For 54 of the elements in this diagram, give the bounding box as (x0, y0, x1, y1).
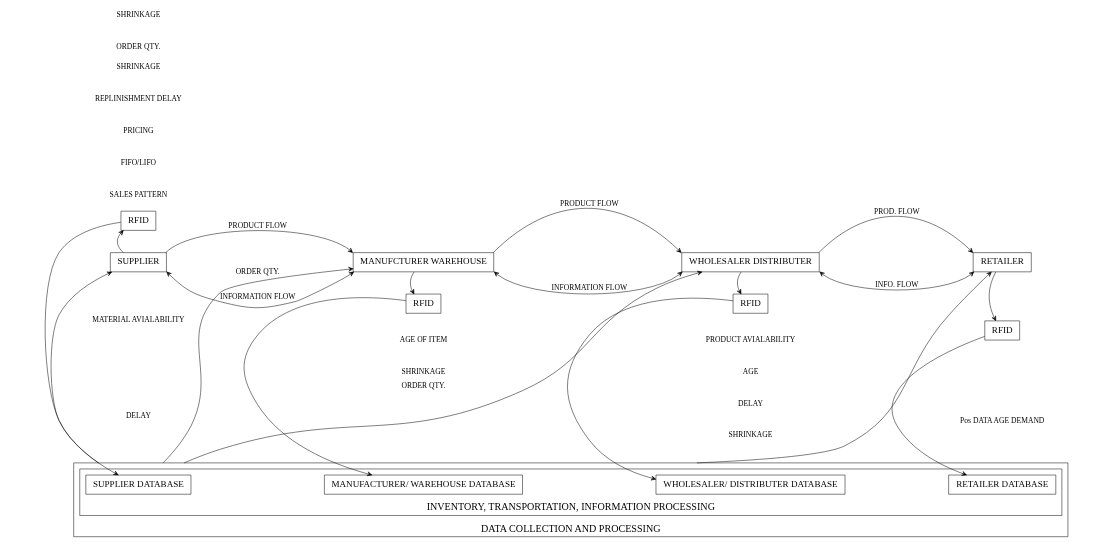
label: SHRINKAGE (728, 430, 773, 440)
label: SHRINKAGE (116, 62, 161, 72)
node-box: MANUFCTURER WAREHOUSE (352, 252, 494, 273)
label: DELAY (738, 398, 763, 408)
label: MATERIAL AVIALABILITY (92, 314, 185, 324)
edge-label: INFO. FLOW (875, 280, 919, 289)
node-box: WHOLESALER DISTRIBUTER (681, 252, 820, 273)
arrow (243, 297, 407, 477)
label: AGE OF ITEM (399, 334, 448, 344)
label: Pos DATA AGE DEMAND (960, 415, 1045, 425)
arrow (696, 271, 992, 464)
node-box: RFID (120, 210, 157, 231)
arrow (492, 208, 682, 253)
arrow (818, 216, 974, 253)
arrow (736, 271, 742, 295)
node-box: WHOLESALER/ DISTRIBUTER DATABASE (655, 474, 846, 495)
node-box: MANUFACTURER/ WAREHOUSE DATABASE (324, 474, 523, 495)
arrow (183, 270, 703, 464)
label: SHRINKAGE (116, 9, 161, 19)
node-box: RETAILER DATABASE (948, 474, 1057, 495)
label: ORDER QTY. (116, 41, 161, 51)
label: REPLINISHMENT DELAY (94, 94, 182, 104)
node-box: RFID (984, 320, 1020, 341)
arrow (162, 266, 354, 464)
arrow (892, 336, 985, 476)
edge-label: PRODUCT FLOW (228, 221, 287, 231)
node-box: RETAILER (972, 252, 1032, 273)
edge-label: INFORMATION FLOW (551, 282, 628, 292)
label: FIFO/LIFO (120, 157, 157, 167)
node-box: SUPPLIER DATABASE (85, 474, 192, 495)
label: PRODUCT AVIALABILITY (705, 334, 796, 344)
arrow (819, 271, 975, 291)
label: AGE (742, 366, 759, 376)
label: PRICING (123, 126, 154, 136)
label: SALES PATTERN (109, 189, 168, 199)
arrow (44, 222, 122, 476)
arrow (493, 271, 683, 295)
arrow (988, 271, 997, 321)
arrow (409, 271, 415, 295)
edge-label: ORDER QTY. (401, 381, 446, 391)
node-box: RFID (732, 293, 769, 314)
label: SHRINKAGE (401, 366, 446, 376)
node-box: RFID (405, 293, 442, 314)
arrow (117, 230, 124, 253)
edge-label: PROD. FLOW (874, 207, 920, 217)
label: DELAY (125, 410, 151, 420)
edge-label: INFORMATION FLOW (219, 292, 296, 302)
edge-label: ORDER QTY. (235, 266, 280, 276)
arrow (50, 271, 113, 464)
node-box: SUPPLIER (110, 252, 167, 273)
arrow (166, 271, 354, 308)
edge-label: PRODUCT FLOW (559, 199, 619, 209)
arrow (567, 297, 734, 481)
arrow (165, 230, 353, 253)
